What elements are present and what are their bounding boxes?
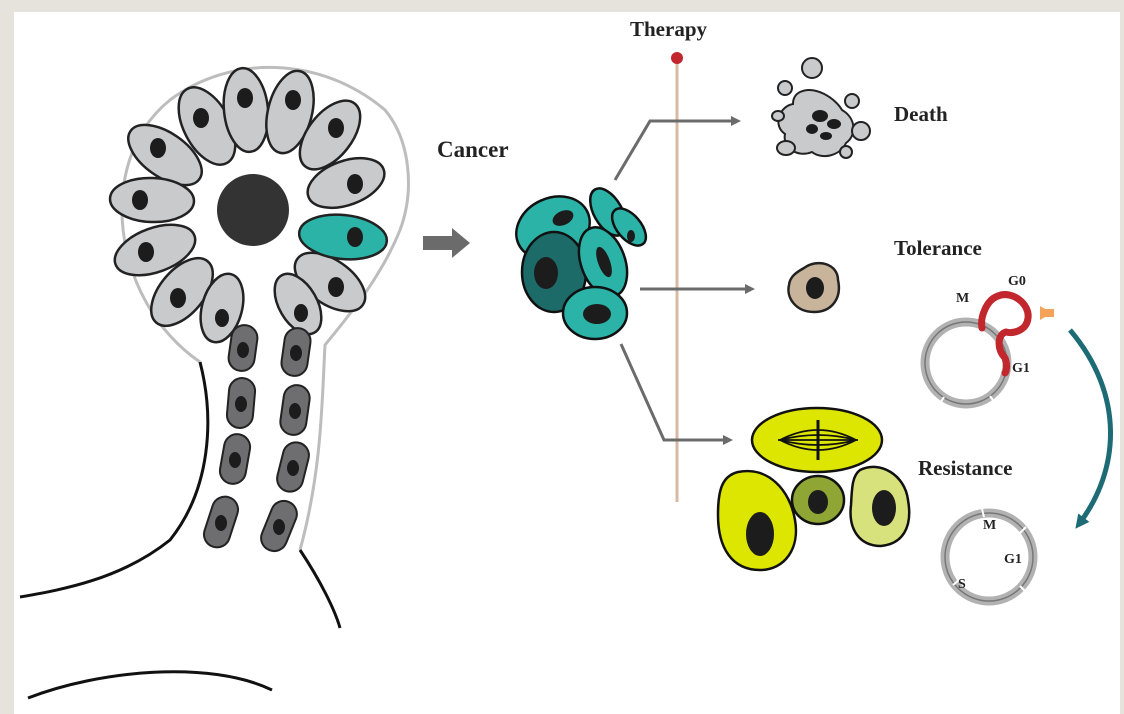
bottom-curve xyxy=(28,672,272,698)
resistance-m-label: M xyxy=(983,518,996,534)
lumen xyxy=(217,174,289,246)
cancer-label: Cancer xyxy=(437,137,509,163)
tolerance-cycle xyxy=(925,295,1054,405)
dying-cell xyxy=(772,58,870,158)
acinus-structure xyxy=(20,66,408,698)
tolerance-label: Tolerance xyxy=(894,236,982,261)
cancer-cluster xyxy=(506,182,652,339)
progression-arrow xyxy=(423,228,470,258)
death-label: Death xyxy=(894,102,948,127)
tolerance-g1-label: G1 xyxy=(1012,361,1030,377)
transition-arrow xyxy=(1070,330,1111,524)
resistance-label: Resistance xyxy=(918,456,1012,481)
tolerant-cell-nucleus xyxy=(806,277,824,299)
therapy-label: Therapy xyxy=(630,17,707,42)
tolerance-g0-label: G0 xyxy=(1008,274,1026,290)
therapy-dot xyxy=(671,52,683,64)
branch-arrows xyxy=(615,121,752,440)
duct-left-wall xyxy=(20,362,208,597)
duct-right-wall xyxy=(300,550,340,628)
resistant-cells xyxy=(718,408,909,570)
resistance-g1-label: G1 xyxy=(1004,552,1022,568)
tolerance-m-label: M xyxy=(956,291,969,307)
resistance-s-label: S xyxy=(958,577,966,593)
